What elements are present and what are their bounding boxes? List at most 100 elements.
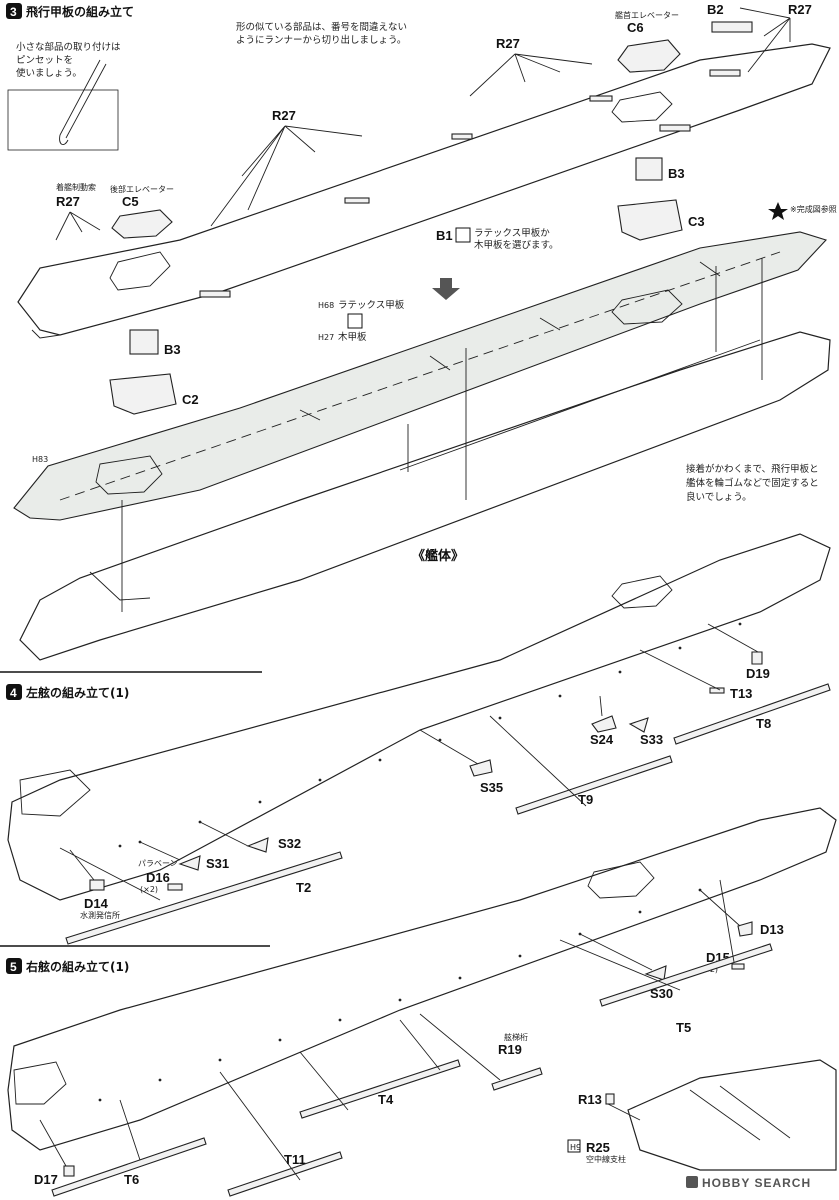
- glue-note-line-2: 艦体を輪ゴムなどで固定すると: [686, 477, 819, 489]
- label-r13: R13: [578, 1092, 602, 1107]
- lower-flight-deck: [13, 231, 828, 521]
- label-s24: S24: [590, 732, 614, 747]
- label-t8: T8: [756, 716, 771, 731]
- deck-sections: [299, 261, 721, 421]
- part-d19: [751, 651, 763, 665]
- label-b3-left: B3: [164, 342, 181, 357]
- part-b3-left: [129, 329, 159, 355]
- starboard-hull: [7, 807, 837, 1151]
- tailhook-caption: 着艦制動索: [56, 182, 96, 192]
- watermark-icon: [686, 1176, 698, 1188]
- part-s35: [469, 759, 493, 777]
- r19-caption: 舷梯桁: [504, 1032, 528, 1042]
- upper-deck-edge: [31, 329, 61, 339]
- step-5-number-badge: [6, 958, 22, 974]
- step-5-title: 右舷の組み立て(1): [25, 959, 129, 974]
- part-s32: [246, 837, 269, 853]
- part-d15: [731, 963, 745, 970]
- part-t9: [515, 755, 673, 815]
- r27-left-leaders: [55, 211, 101, 241]
- d16-qty: (×2): [140, 885, 158, 894]
- label-s30: S30: [650, 986, 673, 1001]
- r27-top-leaders: [469, 53, 593, 97]
- part-s33: [628, 717, 649, 733]
- watermark: HOBBY SEARCH: [686, 1176, 811, 1190]
- part-t5: [599, 943, 773, 1007]
- tip-illustration-frame: [7, 89, 119, 151]
- step-3-number-badge: [6, 3, 22, 19]
- deck-choice-line-1: ラテックス甲板か: [474, 227, 550, 239]
- label-t9: T9: [578, 792, 593, 807]
- label-s32: S32: [278, 836, 301, 851]
- starboard-portholes: [98, 888, 702, 1102]
- label-b3-right: B3: [668, 166, 685, 181]
- hull-details: [89, 339, 761, 601]
- b1-deck-choice-icon: [455, 227, 471, 243]
- starboard-elevator-fore: [587, 861, 655, 899]
- paint-ref-h27: 木甲板: [338, 331, 367, 343]
- step-5-section: 5 右舷の組み立て(1) D13 D15 (×2) S30 T5 舷梯桁 R19: [6, 807, 837, 1197]
- assembly-leaders: [121, 258, 763, 612]
- lower-mid-elevator: [611, 289, 683, 325]
- label-c2: C2: [182, 392, 199, 407]
- label-t11: T11: [284, 1152, 306, 1167]
- step-5-number: 5: [10, 960, 17, 974]
- label-c5: C5: [122, 194, 139, 209]
- label-r19: R19: [498, 1042, 522, 1057]
- caution-line-1: 形の似ている部品は、番号を間違えない: [236, 21, 407, 33]
- part-c5-elevator: [111, 209, 173, 239]
- label-t6: T6: [124, 1172, 139, 1187]
- part-b2: [711, 21, 753, 33]
- r27-right-leaders: [739, 7, 791, 73]
- label-t13: T13: [730, 686, 752, 701]
- label-d13: D13: [760, 922, 784, 937]
- part-t2: [65, 851, 343, 945]
- starboard-elevator-rear: [13, 1061, 67, 1105]
- down-arrow-icon: [432, 278, 460, 300]
- label-t5: T5: [676, 1020, 691, 1035]
- part-s30: [644, 965, 667, 981]
- label-t4: T4: [378, 1092, 394, 1107]
- upper-deck-fittings: [199, 69, 741, 298]
- step-4-number: 4: [10, 686, 17, 700]
- caution-line-2: ようにランナーから切り出しましょう。: [236, 34, 406, 46]
- paint-ref-h83: H83: [32, 455, 48, 464]
- label-s31: S31: [206, 856, 229, 871]
- part-r19: [491, 1067, 543, 1091]
- part-t11: [227, 1151, 343, 1197]
- step-3-number: 3: [10, 5, 17, 19]
- label-h9: H9: [570, 1143, 581, 1152]
- label-r27-left: R27: [56, 194, 80, 209]
- rear-elevator-opening: [109, 251, 171, 291]
- label-d14: D14: [84, 896, 109, 911]
- label-r27-mid: R27: [272, 108, 296, 123]
- part-d17: [63, 1165, 75, 1177]
- part-s24: [591, 715, 617, 733]
- deck-choice-line-2: 木甲板を選びます。: [474, 239, 559, 251]
- bow-details: [689, 1085, 791, 1141]
- tip-line-3: 使いましょう。: [16, 67, 82, 79]
- d16-caption: パラベーン: [138, 859, 178, 868]
- tip-line-1: 小さな部品の取り付けは: [16, 41, 121, 53]
- label-r27-top: R27: [496, 36, 520, 51]
- port-elevator-rear: [611, 575, 673, 609]
- label-d19: D19: [746, 666, 770, 681]
- port-elevator-fore: [19, 769, 91, 817]
- label-s33: S33: [640, 732, 663, 747]
- lower-rear-elevator: [95, 455, 163, 495]
- paint-ref-h27-code: H27: [318, 333, 334, 342]
- star-icon: [768, 202, 788, 220]
- glue-note-line-1: 接着がかわくまで、飛行甲板と: [686, 463, 819, 475]
- part-d16: [167, 883, 183, 891]
- bow-section: [627, 1059, 837, 1171]
- step-3-title: 飛行甲板の組み立て: [25, 4, 134, 19]
- part-b3-right: [635, 157, 663, 181]
- part-s31: [178, 855, 201, 871]
- watermark-text: HOBBY SEARCH: [702, 1176, 811, 1190]
- r25-caption: 空中線支柱: [586, 1154, 626, 1164]
- part-c6-elevator: [617, 39, 681, 73]
- step-3-section: 3 飛行甲板の組み立て 小さな部品の取り付けは ピンセットを 使いましょう。 形…: [6, 2, 837, 661]
- label-d17: D17: [34, 1172, 58, 1187]
- hull-label: 《艦体》: [412, 548, 464, 563]
- part-d13: [737, 921, 753, 937]
